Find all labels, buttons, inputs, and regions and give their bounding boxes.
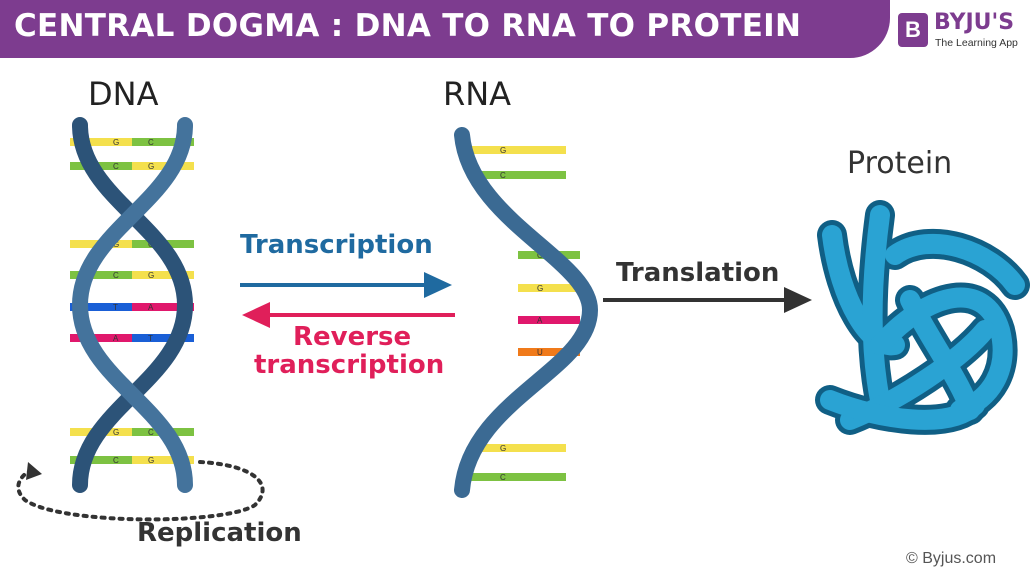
rna-base: G: [470, 444, 566, 453]
rna-base-letter: A: [537, 316, 543, 325]
dna-base-letter: C: [148, 138, 154, 147]
byjus-logo: B BYJU'S The Learning App: [898, 10, 1028, 54]
replication-label: Replication: [137, 518, 302, 548]
rna-base: G: [518, 284, 580, 293]
page-title: CENTRAL DOGMA : DNA TO RNA TO PROTEIN: [14, 8, 802, 44]
protein-coil-icon: [815, 200, 1030, 435]
dna-base-letter: G: [148, 271, 154, 280]
translation-arrow: [603, 287, 812, 313]
dna-base-letter: C: [113, 271, 119, 280]
dna-base-letter: G: [113, 428, 119, 437]
dna-base-letter: C: [148, 428, 154, 437]
rna-strand: [454, 127, 599, 498]
logo-name: BYJU'S: [934, 10, 1015, 35]
rna-base-letter: G: [500, 444, 506, 453]
rna-base: A: [518, 316, 580, 325]
protein-label: Protein: [847, 146, 953, 181]
rna-base-letter: G: [500, 146, 506, 155]
rna-base: G: [470, 146, 566, 155]
dna-label: DNA: [88, 75, 159, 113]
rna-base-letter: G: [537, 284, 543, 293]
dna-strand-front: [71, 117, 193, 493]
reverse-transcription-label-line2: transcription: [254, 350, 445, 380]
rna-base: U: [518, 348, 580, 357]
dna-base-letter: T: [148, 334, 153, 343]
title-banner: CENTRAL DOGMA : DNA TO RNA TO PROTEIN: [0, 0, 890, 58]
dna-strand-back: [72, 117, 194, 493]
rna-base-letter: C: [500, 473, 506, 482]
dna-base-letter: G: [148, 162, 154, 171]
logo-badge-icon: B: [898, 13, 928, 47]
translation-label: Translation: [616, 258, 780, 288]
replication-loop: [16, 460, 265, 522]
dna-base-letter: T: [113, 303, 118, 312]
rna-base-letter: U: [537, 348, 543, 357]
rna-label: RNA: [443, 75, 512, 113]
dna-base-letter: C: [113, 162, 119, 171]
dna-base-letter: C: [113, 456, 119, 465]
dna-base-letter: A: [113, 334, 119, 343]
dna-base-letter: G: [113, 240, 119, 249]
transcription-arrow: [240, 272, 452, 298]
copyright-text: © Byjus.com: [906, 550, 997, 567]
logo-tagline: The Learning App: [935, 37, 1018, 49]
rna-base: C: [470, 473, 566, 482]
reverse-transcription-arrow: [242, 302, 455, 328]
rna-base: C: [470, 171, 566, 180]
reverse-transcription-label-line1: Reverse: [293, 322, 412, 352]
dna-base-letter: A: [148, 303, 154, 312]
transcription-label: Transcription: [240, 230, 433, 260]
dna-base-letter: G: [148, 456, 154, 465]
rna-base-letter: C: [500, 171, 506, 180]
dna-base-letter: G: [113, 138, 119, 147]
